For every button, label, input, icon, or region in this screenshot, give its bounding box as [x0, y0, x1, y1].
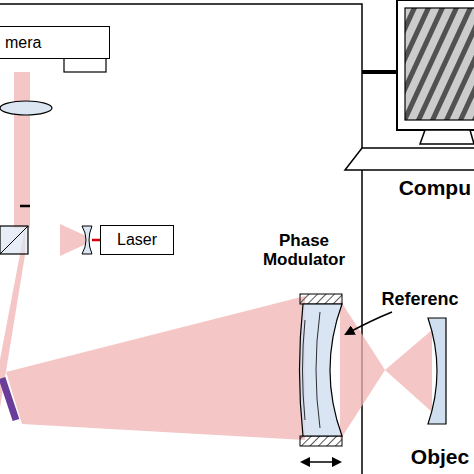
part-label: Objec: [411, 445, 469, 468]
fringe-pattern: [405, 8, 474, 120]
data-cable: [362, 70, 397, 74]
object-mirror: [428, 318, 446, 424]
monitor-stand: [420, 130, 474, 144]
phase-modulator: [300, 436, 342, 446]
keyboard: [345, 148, 474, 170]
camera-box: mera: [0, 26, 110, 59]
camera-mount: [64, 58, 106, 72]
part-label: Referenc: [381, 290, 458, 310]
reference-lens: [303, 320, 306, 420]
fringe-screen: [405, 8, 474, 120]
laser-box: Laser: [100, 225, 174, 255]
phase-shift-arrow: [302, 461, 340, 463]
aperture: [20, 205, 30, 208]
reference-lens: [300, 304, 343, 436]
beam-splitter: [0, 226, 28, 254]
fold-mirror: [2, 378, 16, 420]
part-label: Phase Modulator: [258, 232, 350, 269]
phase-modulator: [300, 294, 342, 304]
laser-output: [92, 239, 100, 242]
imaging-lens: [0, 101, 52, 115]
instrument-frame: [0, 4, 362, 474]
leader-line: [346, 312, 392, 334]
beam-splitter: [0, 226, 28, 254]
node-text: Laser: [117, 231, 157, 249]
laser-beam: [0, 72, 432, 440]
node-text: mera: [5, 34, 41, 52]
diverging-lens: [82, 226, 92, 254]
part-label: Compu: [399, 176, 471, 199]
reference-lens: [316, 312, 320, 428]
